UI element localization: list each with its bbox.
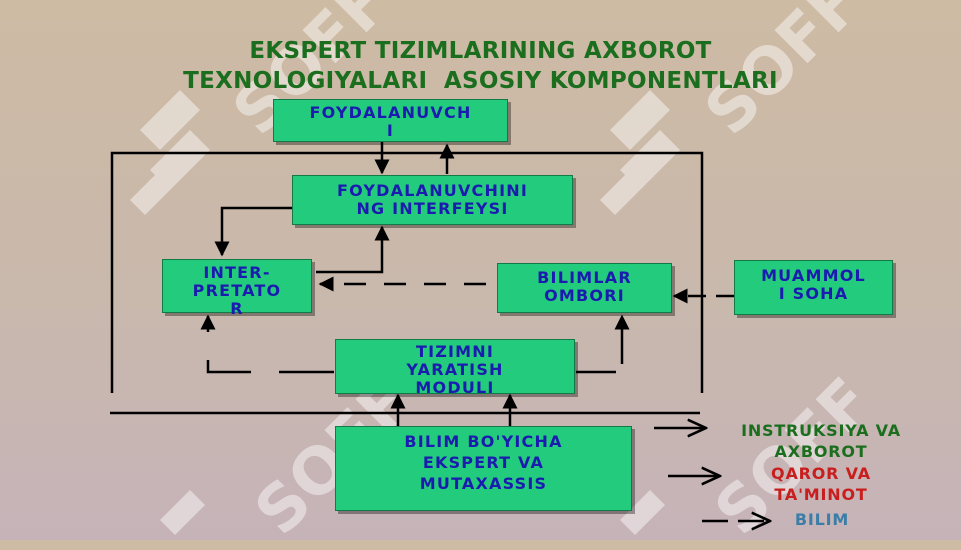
legend-instruction-line-1: INSTRUKSIYA VA bbox=[741, 421, 901, 440]
frame-line bbox=[110, 151, 704, 393]
page-title: EKSPERT TIZIMLARINING AXBOROT TEXNOLOGIY… bbox=[0, 36, 961, 96]
expert-box-line-1: BILIM BO'YICHA bbox=[404, 432, 563, 451]
expert-box: BILIM BO'YICHA EKSPERT VA MUTAXASSIS bbox=[335, 426, 632, 511]
title-line-1: EKSPERT TIZIMLARINING AXBOROT bbox=[249, 38, 712, 64]
problem-domain-box-line-1: MUAMMOL bbox=[761, 266, 866, 285]
legend-decision-line-1: QAROR VA bbox=[771, 464, 871, 483]
legend-knowledge-label: BILIM bbox=[794, 510, 850, 529]
system-module-box: TIZIMNI YARATISH MODULI bbox=[335, 339, 575, 397]
knowledge-base-box: BILIMLAR OMBORI bbox=[497, 263, 672, 313]
interpreter-box-line-1: INTER- bbox=[203, 263, 271, 282]
arrow-module-to-interpreter bbox=[200, 314, 334, 374]
problem-domain-box: MUAMMOL I SOHA bbox=[734, 260, 893, 315]
user-box: FOYDALANUVCH I bbox=[273, 99, 508, 142]
legend-decision-line-2: TA'MINOT bbox=[774, 485, 868, 504]
interface-box-line-2: NG INTERFEYSI bbox=[356, 199, 509, 218]
legend-instruction-line-2: AXBOROT bbox=[774, 442, 868, 461]
user-box-line-2: I bbox=[386, 121, 395, 140]
system-module-box-line-1: TIZIMNI bbox=[415, 342, 495, 361]
interpreter-box-line-3: R bbox=[230, 299, 244, 318]
interpreter-box-line-2: PRETATO bbox=[192, 281, 282, 300]
knowledge-base-box-line-1: BILIMLAR bbox=[537, 268, 632, 287]
interface-box-line-1: FOYDALANUVCHINI bbox=[337, 181, 528, 200]
arrow-interpreter-to-interface bbox=[316, 225, 390, 274]
title-line-2: TEXNOLOGIYALARI ASOSIY KOMPONENTLARI bbox=[183, 68, 778, 94]
system-module-box-line-3: MODULI bbox=[415, 378, 495, 397]
system-module-box-line-2: YARATISH bbox=[406, 360, 504, 379]
expert-box-line-2: EKSPERT VA bbox=[422, 453, 545, 472]
legend-knowledge: BILIM bbox=[772, 509, 872, 530]
user-box-line-1: FOYDALANUVCH bbox=[309, 103, 472, 122]
expert-box-line-3: MUTAXASSIS bbox=[419, 474, 548, 493]
legend-decision: QAROR VA TA'MINOT bbox=[726, 463, 916, 505]
interpreter-box: INTER- PRETATO R bbox=[162, 259, 312, 318]
arrow-module-to-knowledge bbox=[576, 314, 630, 374]
arrow-interface-to-interpreter bbox=[214, 206, 292, 257]
interface-box: FOYDALANUVCHINI NG INTERFEYSI bbox=[292, 175, 573, 225]
legend-instruction: INSTRUKSIYA VA AXBOROT bbox=[716, 420, 926, 462]
problem-domain-box-line-2: I SOHA bbox=[778, 284, 849, 303]
knowledge-base-box-line-2: OMBORI bbox=[544, 286, 625, 305]
